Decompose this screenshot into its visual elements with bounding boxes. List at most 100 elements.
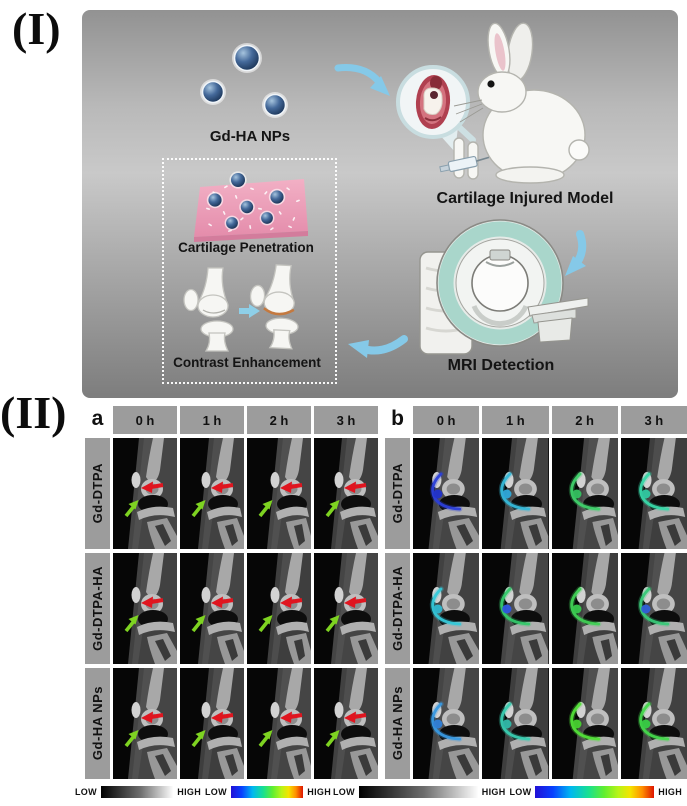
syringe-icon [439, 155, 490, 173]
signal-blob [640, 719, 651, 729]
mri-image-a-1-0 [113, 553, 177, 664]
red-arrow-icon [141, 481, 164, 493]
row-label-b-1: Gd-DTPA-HA [385, 553, 410, 664]
mri-scanner-illustration [419, 219, 589, 355]
flow-arrow-to-model-icon [334, 64, 390, 96]
green-arrow-icon [258, 730, 273, 748]
row-label-text: Gd-DTPA-HA [90, 566, 105, 651]
signal-blob [433, 719, 443, 729]
schematic-artwork [183, 22, 590, 358]
signal-blob [571, 719, 582, 729]
colorbar-high-label: HIGH [177, 787, 201, 797]
mri-image-b-0-2 [551, 438, 618, 549]
signal-blob [640, 489, 651, 499]
column-header-b-3: 3 h [620, 406, 687, 434]
red-arrow-icon [141, 711, 164, 723]
green-arrow-icon [124, 615, 139, 633]
colorbar-group-a: LOW HIGH LOW HIGH [75, 784, 331, 800]
grayscale-colorbar [100, 786, 174, 798]
colorbar-high-label: HIGH [481, 787, 506, 797]
signal-blob [433, 489, 443, 499]
row-label-a-0: Gd-DTPA [85, 438, 110, 549]
signal-blob [502, 604, 512, 614]
mri-image-b-2-0 [413, 668, 480, 779]
signal-blob [571, 489, 582, 499]
magnifier-inset [396, 65, 476, 152]
flow-arrow-to-enhancement-icon [348, 335, 408, 358]
red-arrow-icon [280, 711, 303, 723]
dashed-process-box [162, 158, 337, 384]
row-label-text: Gd-HA NPs [90, 686, 105, 761]
cartilage-penetration-illustration [194, 171, 308, 242]
column-header-b-0: 0 h [413, 406, 480, 434]
row-label-text: Gd-HA NPs [390, 686, 405, 761]
nanoparticle-label: Gd-HA NPs [209, 128, 291, 145]
red-arrow-icon [280, 596, 303, 608]
colorbar-low-label: LOW [509, 787, 532, 797]
red-arrow-icon [211, 481, 234, 493]
colorbar-low-label: LOW [75, 787, 97, 797]
mri-image-a-2-0 [113, 668, 177, 779]
subpanel-b-label: b [391, 407, 404, 430]
colorbar-low-label: LOW [333, 787, 355, 797]
injured-model-label: Cartilage Injured Model [436, 190, 614, 207]
mri-image-b-1-2 [551, 553, 618, 664]
signal-blob [502, 719, 512, 729]
red-arrow-icon [344, 711, 367, 723]
panel1-label: (I) [12, 3, 61, 54]
contrast-arrow-icon [239, 304, 260, 318]
column-header-a-0: 0 h [113, 406, 177, 434]
signal-blob [640, 604, 651, 614]
green-arrow-icon [325, 500, 340, 518]
subpanel-a-label: a [91, 407, 104, 430]
red-arrow-icon [344, 481, 367, 493]
row-label-b-0: Gd-DTPA [385, 438, 410, 549]
mri-image-b-0-1 [482, 438, 549, 549]
knee-joints-illustration [183, 264, 299, 352]
green-arrow-icon [124, 500, 139, 518]
column-header-b-1: 1 h [482, 406, 549, 434]
flow-arrow-to-mri-icon [565, 230, 587, 276]
colorbar-low-label: LOW [205, 787, 227, 797]
mri-image-a-2-1 [180, 668, 244, 779]
rabbit-illustration [453, 22, 590, 184]
row-label-b-2: Gd-HA NPs [385, 668, 410, 779]
injured-knee-illustration [415, 75, 451, 129]
jet-colorbar [230, 786, 304, 798]
panel1-schematic: Gd-HA NPs Cartilage Injured Model MRI De… [82, 10, 678, 398]
colorbar-high-label: HIGH [307, 787, 331, 797]
column-header-a-2: 2 h [247, 406, 311, 434]
mri-image-b-2-2 [551, 668, 618, 779]
mri-image-a-0-0 [113, 438, 177, 549]
green-arrow-icon [258, 615, 273, 633]
green-arrow-icon [191, 615, 206, 633]
mri-image-a-1-2 [247, 553, 311, 664]
mri-detection-label: MRI Detection [447, 357, 555, 374]
column-header-a-3: 3 h [314, 406, 378, 434]
red-arrow-icon [211, 711, 234, 723]
mri-image-a-2-3 [314, 668, 378, 779]
mri-image-b-1-0 [413, 553, 480, 664]
row-label-a-1: Gd-DTPA-HA [85, 553, 110, 664]
panel2-label: (II) [0, 387, 67, 438]
green-arrow-icon [191, 500, 206, 518]
mri-image-a-2-2 [247, 668, 311, 779]
mri-image-a-1-1 [180, 553, 244, 664]
jet-colorbar [535, 786, 655, 798]
cartilage-penetration-label: Cartilage Penetration [178, 240, 314, 255]
mri-image-a-1-3 [314, 553, 378, 664]
red-arrow-icon [344, 596, 367, 608]
column-header-b-2: 2 h [551, 406, 618, 434]
row-label-text: Gd-DTPA-HA [390, 566, 405, 651]
red-arrow-icon [211, 596, 234, 608]
mri-image-b-0-3 [620, 438, 687, 549]
mri-image-b-1-1 [482, 553, 549, 664]
signal-blob [502, 489, 512, 499]
contrast-enhancement-label: Contrast Enhancement [173, 355, 321, 370]
green-arrow-icon [325, 730, 340, 748]
green-arrow-icon [258, 500, 273, 518]
green-arrow-icon [124, 730, 139, 748]
